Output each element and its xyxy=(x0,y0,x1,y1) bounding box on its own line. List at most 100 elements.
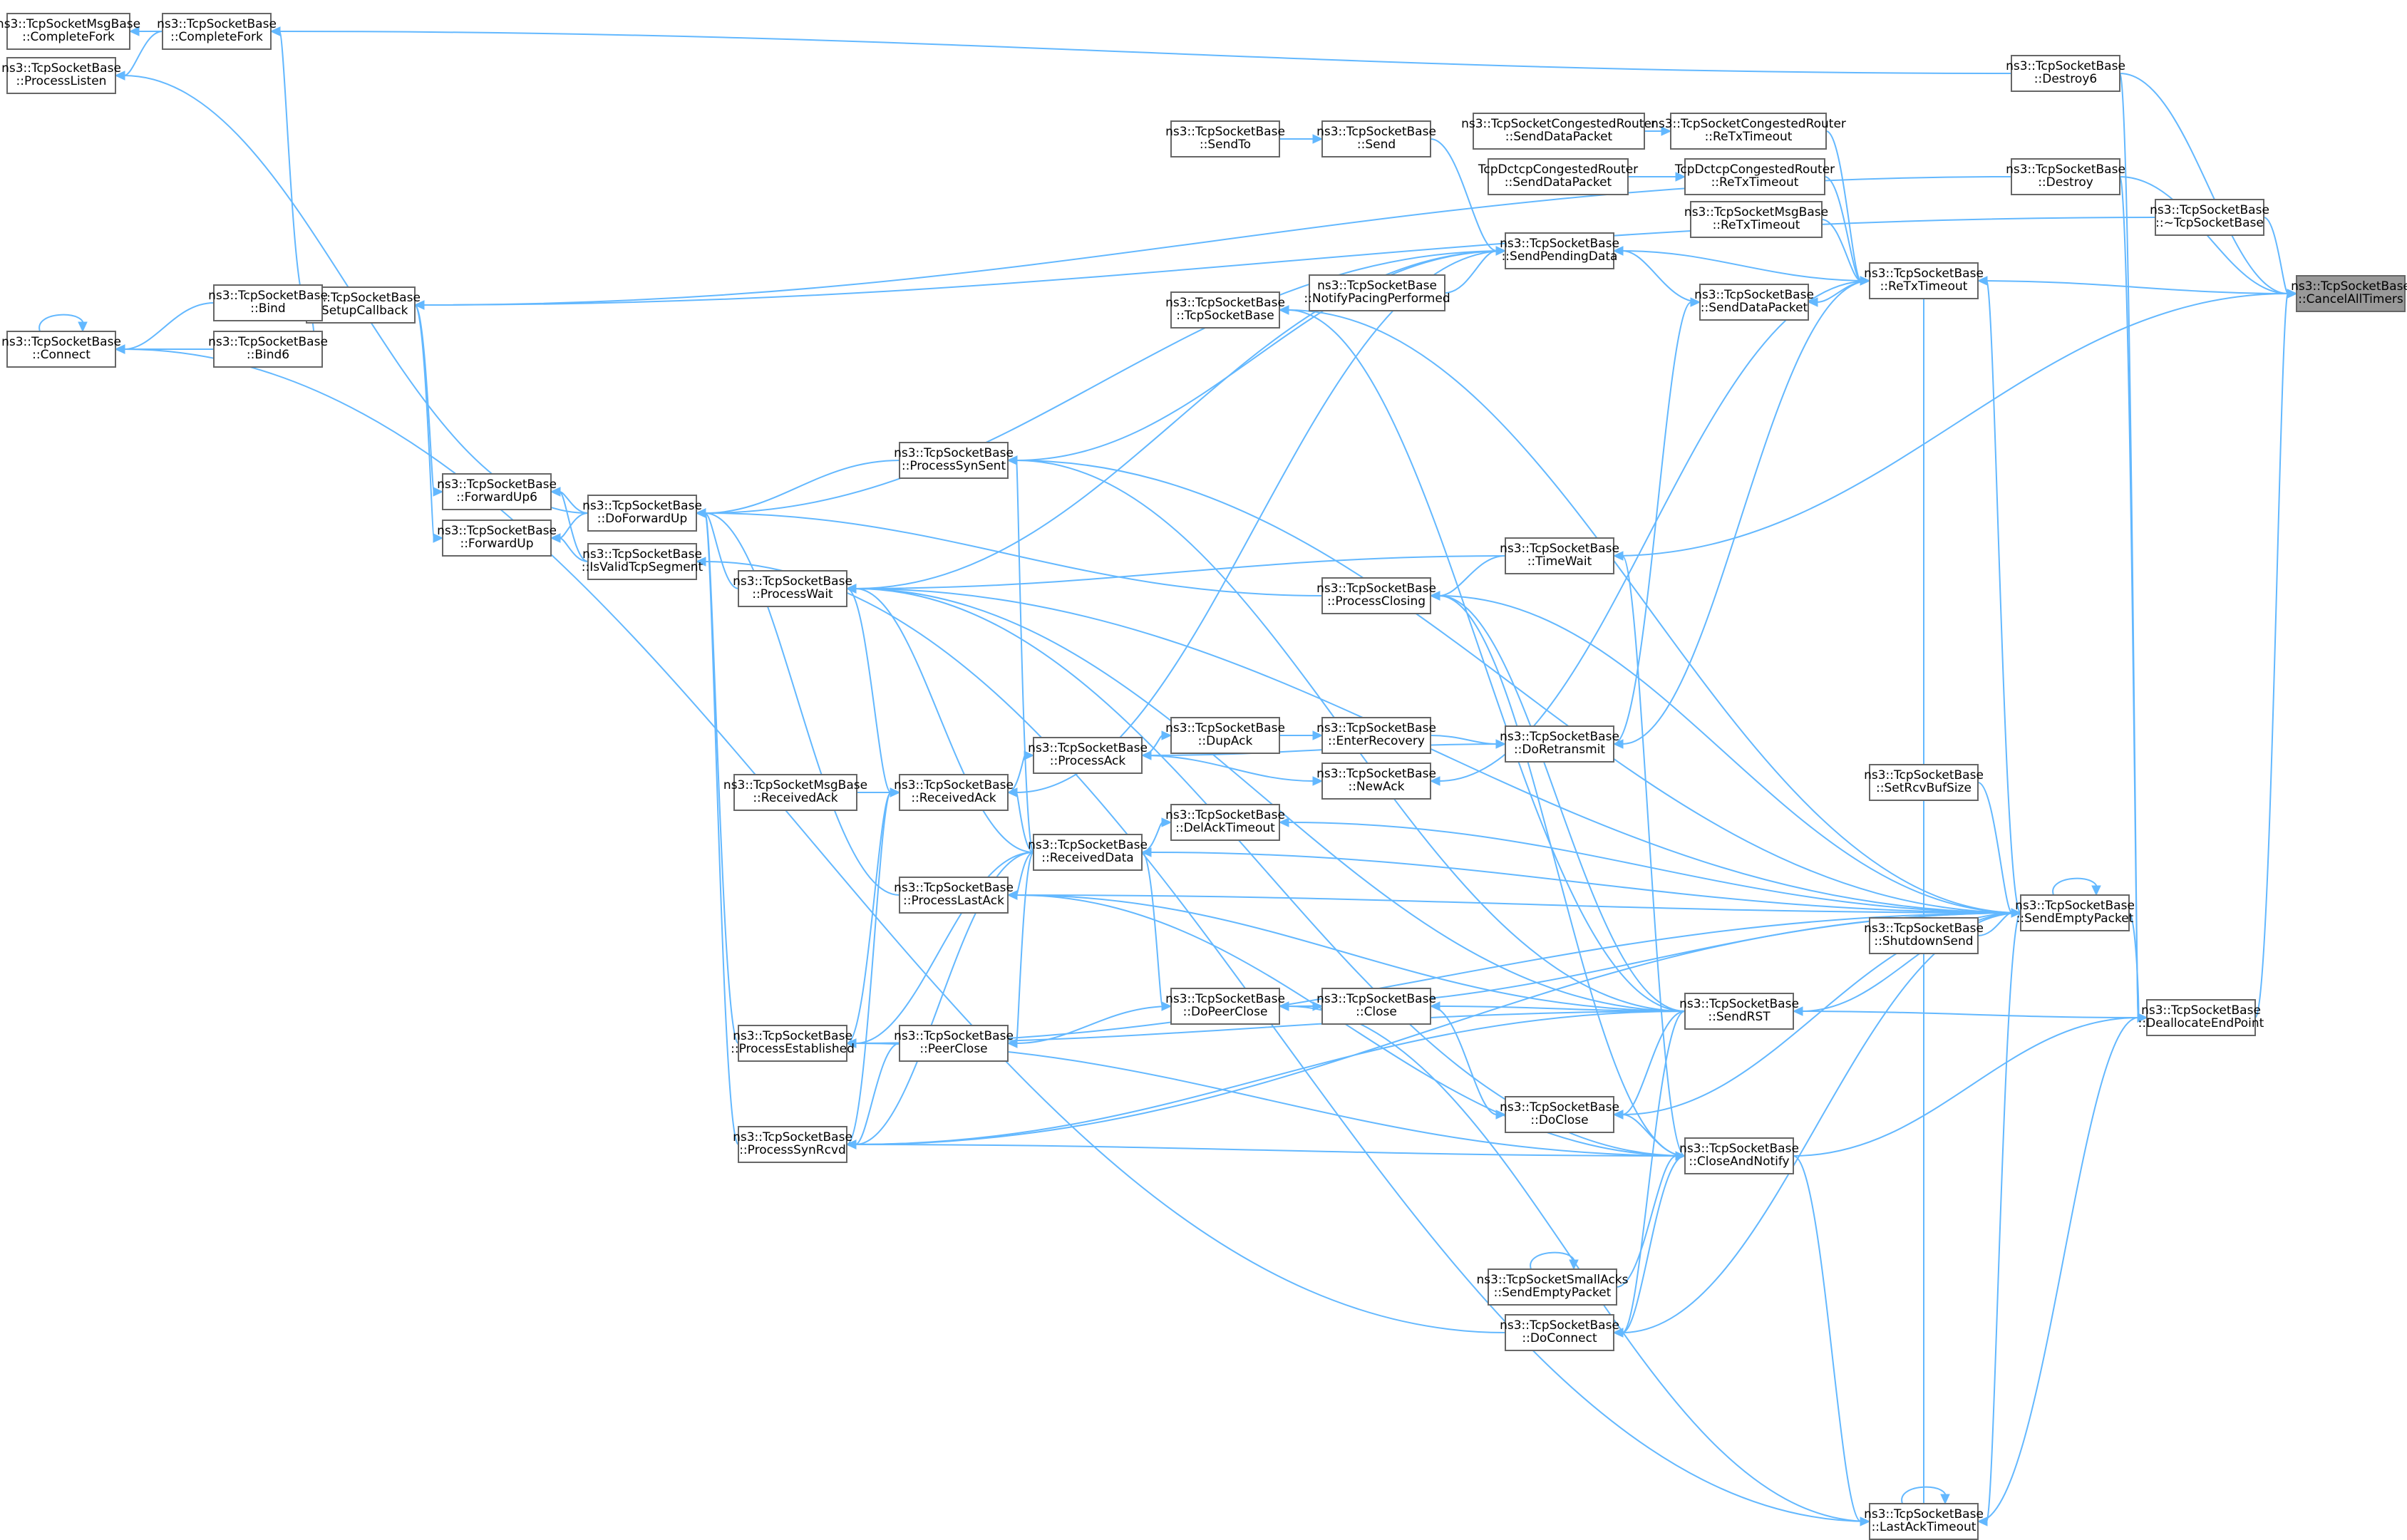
node-enterrec[interactable]: ns3::TcpSocketBase::EnterRecovery xyxy=(1316,717,1436,754)
node-box xyxy=(1033,834,1143,871)
edge-rdata-to-dopeer xyxy=(1141,852,1172,1011)
node-cfork[interactable]: ns3::TcpSocketBase::CompleteFork xyxy=(157,13,277,50)
arrow-head-icon xyxy=(1429,591,1440,601)
node-doretx[interactable]: ns3::TcpSocketBase::DoRetransmit xyxy=(1500,725,1619,763)
node-pack[interactable]: ns3::TcpSocketBase::ProcessAck xyxy=(1028,737,1148,774)
node-msg_retx[interactable]: ns3::TcpSocketMsgBase::ReTxTimeout xyxy=(1684,201,1828,238)
edge-lastack-to-lastack xyxy=(1901,1486,1950,1505)
node-label-line: ::ReTxTimeout xyxy=(1713,218,1800,232)
node-isvalid[interactable]: ns3::TcpSocketBase::IsValidTcpSegment xyxy=(582,543,703,580)
node-label-line: ns3::TcpSocketBase xyxy=(733,1029,852,1043)
node-plisten[interactable]: ns3::TcpSocketBase::ProcessListen xyxy=(1,57,121,94)
node-sep[interactable]: ns3::TcpSocketBase::SendEmptyPacket xyxy=(2015,894,2135,931)
node-closing[interactable]: ns3::TcpSocketBase::ProcessClosing xyxy=(1316,577,1436,614)
node-small[interactable]: ns3::TcpSocketSmallAcks::SendEmptyPacket xyxy=(1476,1268,1629,1306)
node-dtor[interactable]: ns3::TcpSocketBase::~TcpSocketBase xyxy=(2150,199,2269,236)
node-ccr_sdp[interactable]: ns3::TcpSocketCongestedRouter::SendDataP… xyxy=(1461,113,1656,150)
node-box xyxy=(1690,201,1823,238)
arrow-head-icon xyxy=(1690,297,1701,307)
node-fu[interactable]: ns3::TcpSocketBase::ForwardUp xyxy=(437,520,557,557)
arrow-head-icon xyxy=(550,487,561,497)
edge-line xyxy=(1141,755,1314,782)
node-can[interactable]: ns3::TcpSocketBase::CloseAndNotify xyxy=(1679,1137,1799,1174)
node-msg_cfork[interactable]: ns3::TcpSocketMsgBase::CompleteFork xyxy=(0,13,140,50)
arrow-head-icon xyxy=(1675,172,1686,182)
arrow-head-icon xyxy=(1807,297,1818,307)
edge-can-to-timewait xyxy=(1612,551,1686,1157)
edge-line xyxy=(1824,176,1862,281)
node-retx[interactable]: ns3::TcpSocketBase::ReTxTimeout xyxy=(1864,262,1984,299)
node-box xyxy=(1170,120,1280,157)
edge-isvalid-to-fu6 xyxy=(550,487,589,562)
node-npp[interactable]: ns3::TcpSocketBase::NotifyPacingPerforme… xyxy=(1304,274,1450,311)
node-label-line: ::TimeWait xyxy=(1527,554,1592,569)
node-setrcv[interactable]: ns3::TcpSocketBase::SetRcvBufSize xyxy=(1864,764,1984,801)
arrow-head-icon xyxy=(2137,1013,2148,1023)
node-dopeer[interactable]: ns3::TcpSocketBase::DoPeerClose xyxy=(1165,988,1285,1025)
node-send[interactable]: ns3::TcpSocketBase::Send xyxy=(1316,120,1436,157)
edges-layer xyxy=(38,26,2298,1526)
node-doclose[interactable]: ns3::TcpSocketBase::DoClose xyxy=(1500,1096,1619,1133)
node-sendto[interactable]: ns3::TcpSocketBase::SendTo xyxy=(1165,120,1285,157)
node-dct_retx[interactable]: TcpDctcpCongestedRouter::ReTxTimeout xyxy=(1674,158,1835,195)
arrow-head-icon xyxy=(2091,885,2101,896)
edge-line xyxy=(1016,250,1506,461)
node-bind6[interactable]: ns3::TcpSocketBase::Bind6 xyxy=(208,331,328,368)
node-peerclose[interactable]: ns3::TcpSocketBase::PeerClose xyxy=(894,1025,1014,1062)
node-connect[interactable]: ns3::TcpSocketBase::Connect xyxy=(1,331,121,368)
node-label-line: ::NotifyPacingPerformed xyxy=(1304,291,1450,306)
node-box xyxy=(1869,917,1979,954)
node-label-line: ns3::TcpSocketBase xyxy=(1316,582,1436,596)
node-pest[interactable]: ns3::TcpSocketBase::ProcessEstablished xyxy=(731,1025,855,1062)
node-dupack[interactable]: ns3::TcpSocketBase::DupAck xyxy=(1165,717,1285,754)
node-newack[interactable]: ns3::TcpSocketBase::NewAck xyxy=(1316,763,1436,800)
edge-line xyxy=(855,852,1034,1145)
node-spd[interactable]: ns3::TcpSocketBase::SendPendingData xyxy=(1500,232,1619,269)
node-rdata[interactable]: ns3::TcpSocketBase::ReceivedData xyxy=(1028,834,1148,871)
node-close[interactable]: ns3::TcpSocketBase::Close xyxy=(1316,988,1436,1025)
node-label-line: ns3::TcpSocketBase xyxy=(1317,279,1437,293)
edge-line xyxy=(1977,782,2013,914)
edge-line xyxy=(123,302,215,350)
node-destroy6[interactable]: ns3::TcpSocketBase::Destroy6 xyxy=(2006,55,2125,92)
node-pwait[interactable]: ns3::TcpSocketBase::ProcessWait xyxy=(733,570,852,607)
node-fu6[interactable]: ns3::TcpSocketBase::ForwardUp6 xyxy=(437,473,557,510)
node-shutdown[interactable]: ns3::TcpSocketBase::ShutdownSend xyxy=(1864,917,1984,954)
node-rack[interactable]: ns3::TcpSocketBase::ReceivedAck xyxy=(894,774,1014,811)
node-root[interactable]: ns3::TcpSocketBase::CancelAllTimers xyxy=(2291,275,2407,312)
node-synsent[interactable]: ns3::TcpSocketBase::ProcessSynSent xyxy=(894,442,1014,479)
node-label-line: ::ForwardUp6 xyxy=(456,490,537,505)
edge-sep-to-retx xyxy=(1976,276,2021,914)
edge-line xyxy=(855,588,1686,1157)
node-box xyxy=(1505,537,1614,574)
edge-line xyxy=(2254,293,2289,1018)
node-label-line: ns3::TcpSocketBase xyxy=(2006,59,2125,73)
node-ctor[interactable]: ns3::TcpSocketBase::TcpSocketBase xyxy=(1165,291,1285,329)
node-ccr_retx[interactable]: ns3::TcpSocketCongestedRouter::ReTxTimeo… xyxy=(1651,113,1846,150)
node-sdp[interactable]: ns3::TcpSocketBase::SendDataPacket xyxy=(1694,284,1814,321)
node-sendrst[interactable]: ns3::TcpSocketBase::SendRST xyxy=(1679,993,1799,1030)
node-label-line: ns3::TcpSocketBase xyxy=(1500,730,1619,744)
edge-line xyxy=(1622,250,1870,281)
node-dealloc[interactable]: ns3::TcpSocketBase::DeallocateEndPoint xyxy=(2138,999,2264,1036)
node-bind[interactable]: ns3::TcpSocketBase::Bind xyxy=(208,284,328,321)
node-destroy[interactable]: ns3::TcpSocketBase::Destroy xyxy=(2006,158,2125,195)
node-msg_rack[interactable]: ns3::TcpSocketMsgBase::ReceivedAck xyxy=(723,774,867,811)
node-setupcb[interactable]: ns3::TcpSocketBase::SetupCallback xyxy=(301,286,421,324)
node-plastack[interactable]: ns3::TcpSocketBase::ProcessLastAck xyxy=(894,877,1014,914)
edge-line xyxy=(1616,1155,1677,1288)
node-lastack[interactable]: ns3::TcpSocketBase::LastAckTimeout xyxy=(1864,1503,1984,1540)
edge-line xyxy=(704,512,1323,596)
node-dct_sdp[interactable]: TcpDctcpCongestedRouter::SendDataPacket xyxy=(1478,158,1638,195)
node-doconnect[interactable]: ns3::TcpSocketBase::DoConnect xyxy=(1500,1314,1619,1351)
node-dfu[interactable]: ns3::TcpSocketBase::DoForwardUp xyxy=(582,495,702,532)
node-delack[interactable]: ns3::TcpSocketBase::DelAckTimeout xyxy=(1165,804,1285,841)
edge-line xyxy=(1287,309,1686,1012)
node-psynrcvd[interactable]: ns3::TcpSocketBase::ProcessSynRcvd xyxy=(733,1126,852,1163)
node-label-line: ns3::TcpSocketBase xyxy=(1028,838,1148,852)
node-timewait[interactable]: ns3::TcpSocketBase::TimeWait xyxy=(1500,537,1619,574)
edge-line xyxy=(1016,894,1686,1157)
edge-can-to-closing xyxy=(1429,591,1686,1157)
node-box xyxy=(1321,717,1431,754)
node-box xyxy=(738,1025,847,1062)
